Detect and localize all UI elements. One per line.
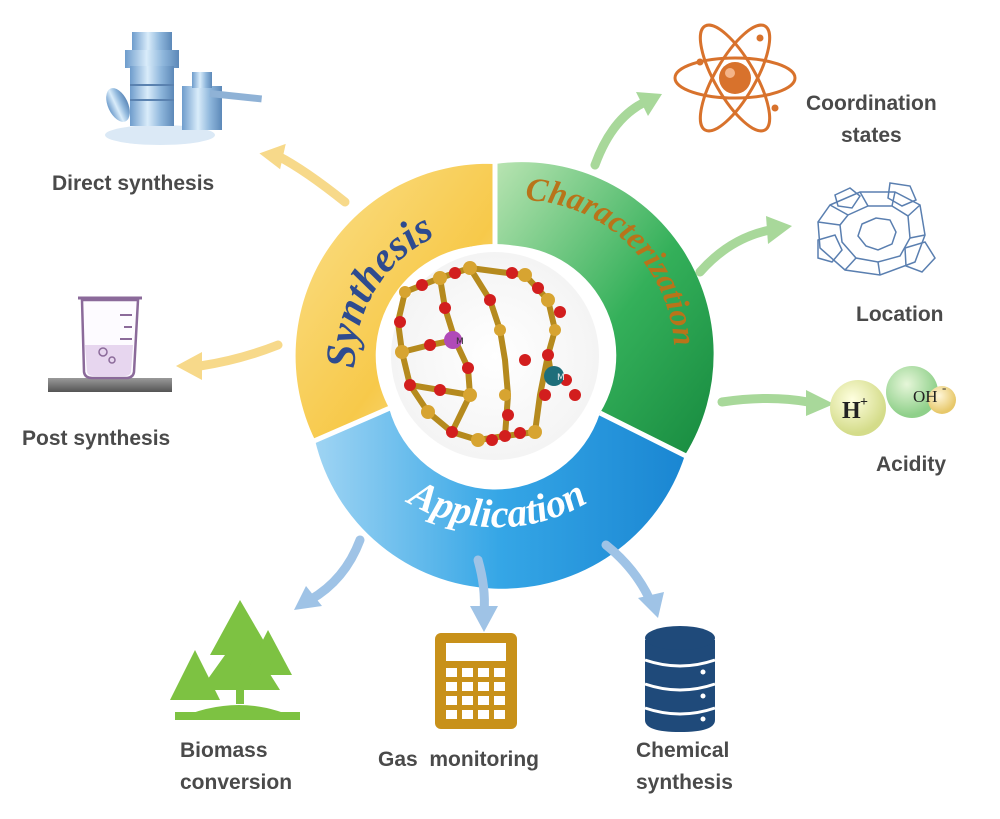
h-plus-sup: + (860, 395, 868, 410)
metal-label: M (456, 337, 464, 347)
biomass-line1: Biomass (180, 739, 268, 762)
application-segment (315, 408, 685, 589)
chemical-line2: synthesis (636, 771, 733, 794)
gas-monitoring-label: Gas monitoring (378, 748, 540, 771)
arrows (176, 92, 834, 632)
chemical-line1: Chemical (636, 739, 730, 762)
biomass-conversion-label: Biomass conversion (180, 735, 292, 799)
acidity-icon: H + OH - (830, 366, 956, 436)
metal-atom-purple (444, 331, 462, 349)
location-label: Location (856, 303, 944, 326)
database-icon (644, 626, 716, 732)
h-plus-label: H (842, 398, 861, 424)
zeolite-cage-icon (817, 182, 936, 276)
autoclave-icon (105, 32, 263, 145)
oh-minus-sup: - (942, 380, 946, 395)
coordination-line2: states (840, 124, 902, 147)
calculator-icon (435, 633, 517, 729)
acidity-label: Acidity (876, 453, 947, 476)
beaker-icon (48, 296, 172, 392)
zeolite-molecule: M M (394, 261, 581, 447)
synthesis-segment (295, 163, 495, 441)
atom-icon (673, 23, 797, 133)
post-synthesis-label: Post synthesis (22, 427, 171, 450)
biomass-line2: conversion (180, 771, 293, 794)
oh-minus-label: OH (913, 387, 938, 406)
coordination-line1: Coordination (806, 92, 937, 115)
chemical-synthesis-label: Chemical synthesis (636, 735, 733, 799)
trees-icon (170, 600, 300, 720)
metal-label-2: M (557, 373, 565, 383)
characterization-segment (495, 162, 714, 455)
metal-atom-teal (544, 366, 564, 386)
direct-synthesis-label: Direct synthesis (52, 172, 215, 195)
coordination-states-label: Coordination states (806, 88, 937, 152)
